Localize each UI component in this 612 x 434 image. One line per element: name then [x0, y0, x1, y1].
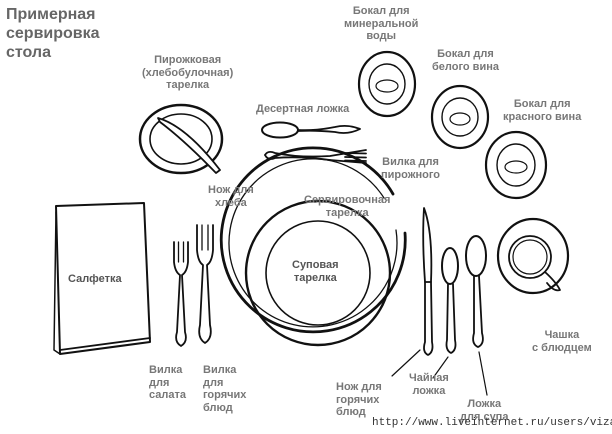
label-hot-dish-knife: Нож для горячих блюд [336, 381, 382, 418]
page-title: Примерная сервировка стола [6, 6, 100, 61]
label-mineral-water-glass: Бокал для минеральной воды [344, 5, 419, 42]
hot-dish-fork-drawing [196, 224, 214, 344]
label-red-wine-glass: Бокал для красного вина [503, 98, 582, 123]
dessert-spoon-drawing [261, 121, 361, 139]
red-wine-glass-drawing [484, 130, 548, 200]
label-bread-plate: Пирожковая (хлебобулочная) тарелка [142, 54, 234, 91]
tea-spoon-drawing [441, 247, 459, 354]
watermark-url: http://www.liveinternet.ru/users/vizar/ [372, 417, 612, 429]
cup-saucer-drawing [496, 217, 570, 295]
label-cup-saucer: Чашка с блюдцем [532, 329, 592, 354]
label-dessert-spoon: Десертная ложка [256, 103, 350, 115]
label-white-wine-glass: Бокал для белого вина [432, 48, 499, 73]
white-wine-glass-drawing [430, 84, 490, 150]
pointer-lines [391, 349, 488, 396]
label-salad-fork: Вилка для салата [149, 364, 186, 401]
label-tea-spoon: Чайная ложка [409, 372, 449, 397]
mineral-water-glass-drawing [357, 50, 417, 118]
label-soup-plate: Суповая тарелка [292, 259, 339, 284]
bread-plate-drawing [138, 103, 224, 175]
label-service-plate: Сервировочная тарелка [304, 194, 391, 219]
service-plate-drawing [219, 146, 407, 347]
hot-dish-knife-drawing [422, 207, 434, 356]
label-soup-spoon: Ложка для супа [460, 398, 509, 423]
soup-spoon-drawing [465, 235, 487, 348]
label-napkin: Салфетка [68, 273, 122, 285]
salad-fork-drawing [173, 241, 189, 347]
label-hot-dish-fork: Вилка для горячих блюд [203, 364, 247, 414]
label-bread-knife: Нож для хлеба [208, 184, 254, 209]
napkin-drawing [53, 202, 151, 355]
label-pastry-fork: Вилка для пирожного [381, 156, 441, 181]
